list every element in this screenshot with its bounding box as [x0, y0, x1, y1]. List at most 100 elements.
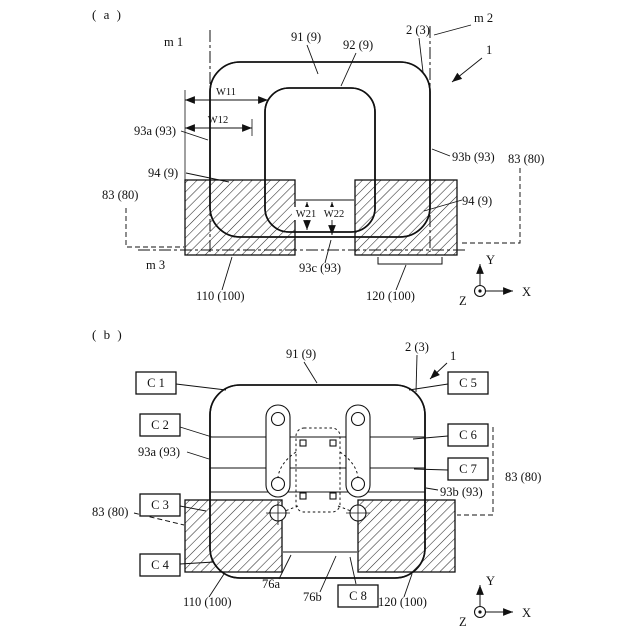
ref-label-93a-b: 93a (93): [138, 445, 180, 459]
y-axis-label: Y: [486, 253, 495, 267]
section-label-c7: C 7: [459, 462, 477, 476]
ref-label-76b: 76b: [303, 590, 322, 604]
section-box-c6: [447, 423, 489, 447]
pointer-arrow-1-b: [429, 362, 448, 380]
section-label-c5: C 5: [459, 376, 477, 390]
leader-83-right-dashed: [459, 168, 521, 244]
housing-body-outline-b: [209, 384, 426, 579]
z-axis-label: Z: [459, 294, 467, 308]
y-axis-label: Y: [486, 574, 495, 588]
ref-label-110: 110 (100): [196, 289, 245, 303]
leader-110-b: [208, 573, 225, 598]
section-leader-c1: [175, 383, 227, 391]
section-label-c8: C 8: [349, 589, 367, 603]
ref-label-91-b: 91 (9): [286, 347, 316, 361]
dim-label-bg: [292, 207, 320, 220]
pointer-arrow-1: [451, 57, 483, 83]
ref-label-120: 120 (100): [366, 289, 415, 303]
label-m3: m 3: [146, 258, 165, 272]
leader-91-b: [303, 361, 318, 384]
x-axis-label: X: [522, 606, 531, 620]
section-label-c2: C 2: [151, 418, 169, 432]
wire-path-dashed: [277, 451, 297, 478]
leader-83-left-dashed: [125, 208, 184, 248]
ref-label-91: 91 (9): [291, 30, 321, 44]
z-axis-dot: [478, 610, 482, 614]
ref-label-2: 2 (3): [406, 23, 430, 37]
ref-label-92: 92 (9): [343, 38, 373, 52]
ref-label-83-left-b: 83 (80): [92, 505, 128, 519]
section-box-c2: [139, 413, 181, 437]
section-box-c1: [135, 371, 177, 395]
bracket-120: [377, 257, 443, 265]
z-axis-label: Z: [459, 615, 467, 629]
axis-triad-a: Y X Z: [459, 253, 531, 308]
figure-a: ( a ) W11 W12 W21 W22: [92, 7, 544, 308]
ref-label-94-right: 94 (9): [462, 194, 492, 208]
section-box-c8: [337, 584, 379, 608]
ref-label-2-b: 2 (3): [405, 340, 429, 354]
leader-93c: [324, 239, 332, 264]
ref-label-1-b: 1: [450, 349, 456, 363]
leader-2-b: [415, 354, 418, 393]
fastener-mark-right: [346, 501, 370, 525]
ref-label-83-right: 83 (80): [508, 152, 544, 166]
ref-label-93b-b: 93b (93): [440, 485, 483, 499]
section-box-c5: [447, 371, 489, 395]
section-leader-c2: [179, 426, 213, 438]
section-label-c6: C 6: [459, 428, 477, 442]
ref-label-76a: 76a: [262, 577, 281, 591]
connector-76-dashed-outline: [295, 427, 341, 513]
figure-b: ( b ): [92, 327, 541, 629]
ref-label-93a: 93a (93): [134, 124, 176, 138]
section-leader-c8: [349, 556, 357, 585]
housing-body-outline: [209, 61, 431, 238]
wire-path-dashed: [339, 451, 359, 478]
label-m1: m 1: [164, 35, 183, 49]
terminal-pin: [329, 492, 337, 500]
leader-120: [395, 264, 407, 291]
dim-label-bg: [321, 207, 348, 220]
leader-93b-b: [425, 487, 439, 491]
ref-label-94-left: 94 (9): [148, 166, 178, 180]
dim-w22-label: W22: [324, 209, 344, 220]
section-leader-c4: [179, 561, 215, 565]
section-leader-c6: [412, 435, 449, 440]
terminal-pin: [299, 492, 307, 500]
section-box-c7: [447, 457, 489, 481]
pin-hole: [350, 476, 366, 492]
pin-hole: [350, 411, 366, 427]
pin-hole: [270, 476, 286, 492]
leader-92: [340, 52, 357, 87]
wire-path-dashed: [337, 505, 352, 512]
guide-slot-left: [265, 404, 291, 498]
elastic-member-120-hatch-b: [357, 499, 456, 573]
leader-110: [221, 256, 233, 291]
section-leader-c5: [408, 383, 449, 391]
terminal-pin: [329, 439, 337, 447]
leader-2: [418, 37, 424, 73]
axis-triad-b: Y X Z: [459, 574, 531, 629]
leader-91: [306, 44, 319, 75]
leader-93b: [431, 148, 451, 157]
elastic-member-110-hatch-b: [184, 499, 283, 573]
dim-w21-label: W21: [296, 209, 316, 220]
x-axis-label: X: [522, 285, 531, 299]
fastener-mark-left: [266, 501, 290, 525]
leader-93a-b: [186, 451, 210, 460]
m2-pointer-line: [433, 24, 472, 36]
leader-76b: [319, 555, 337, 593]
ref-label-93b: 93b (93): [452, 150, 495, 164]
figure-a-tag: ( a ): [92, 7, 123, 22]
leader-94-left: [185, 172, 230, 183]
dim-w11-label: W11: [216, 87, 236, 98]
guide-slot-right: [345, 404, 371, 498]
leader-93a: [180, 130, 209, 141]
z-axis-dot: [478, 289, 482, 293]
leader-94-right: [423, 199, 463, 212]
ref-label-110-b: 110 (100): [183, 595, 232, 609]
label-m2: m 2: [474, 11, 493, 25]
section-label-c4: C 4: [151, 558, 169, 572]
